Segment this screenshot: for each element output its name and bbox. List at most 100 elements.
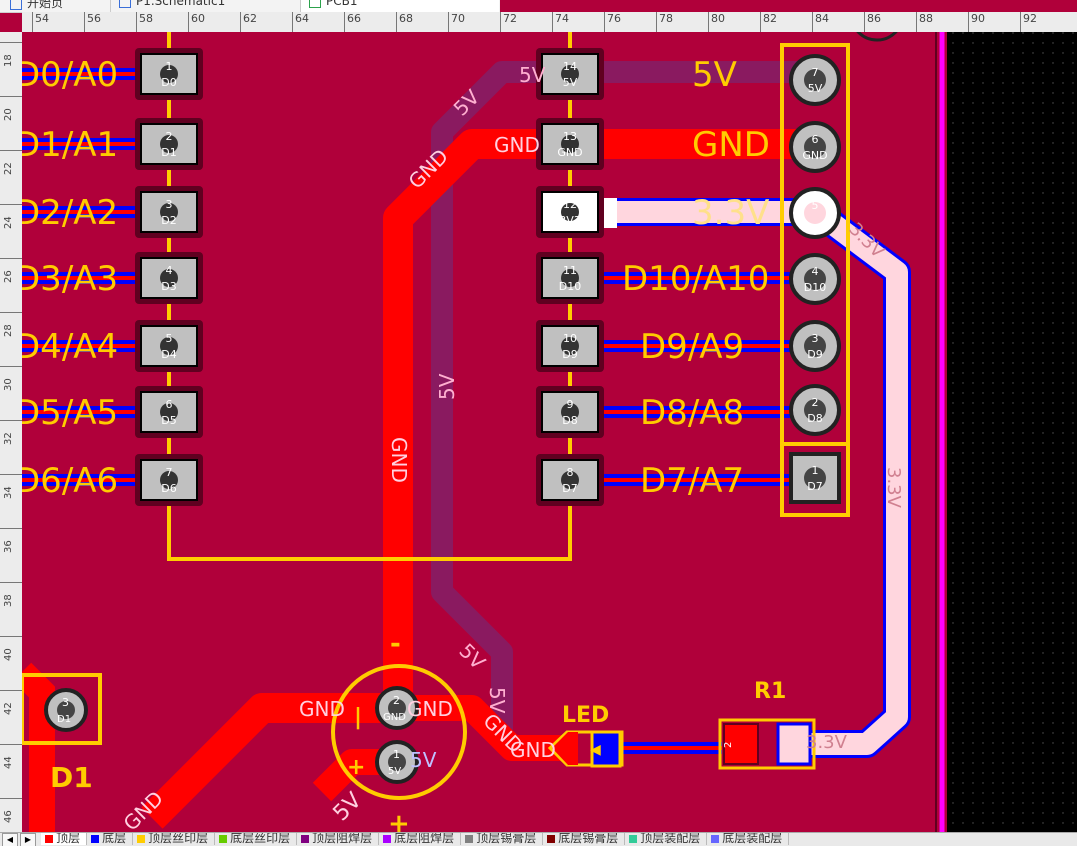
pad[interactable]: 6D5 — [135, 386, 203, 438]
pad-number: 2 — [812, 396, 819, 409]
pad-hole — [160, 203, 178, 221]
trace-gnd-bottom — [141, 693, 398, 829]
pad-name: D5 — [161, 414, 176, 427]
pad-number: 6 — [166, 398, 173, 411]
capacitor-pad-2-name: GND — [383, 712, 406, 723]
r1-pad-2-num: 2 — [723, 742, 734, 748]
pad-hole — [804, 136, 826, 158]
ruler-label: 28 — [3, 324, 14, 337]
r1-pad-2[interactable] — [723, 723, 759, 765]
pad[interactable]: 5D4 — [135, 320, 203, 372]
header-pad[interactable]: 3D9 — [789, 320, 841, 372]
pad[interactable]: 2D1 — [135, 118, 203, 170]
pin-label: 5V — [692, 55, 737, 95]
r1-pad-1[interactable] — [776, 722, 812, 766]
led-pad-2[interactable] — [590, 730, 622, 768]
tab-pcb[interactable]: PCB1 — [300, 0, 499, 12]
net-label-5v-vert: 5V — [435, 373, 459, 400]
ruler-tick: 56 — [84, 12, 101, 32]
pad-net-5v: 5V — [519, 63, 546, 87]
pad[interactable]: 8D7 — [536, 454, 604, 506]
layer-tab[interactable]: 底层丝印层 — [215, 833, 298, 845]
header-pad[interactable]: 75V — [789, 54, 841, 106]
scroll-left-button[interactable]: ◀ — [2, 833, 18, 846]
layer-tab[interactable]: 顶层 — [41, 833, 88, 845]
pad-name: 5V — [808, 82, 823, 95]
header-pad[interactable]: 1D7 — [789, 452, 841, 504]
pad-copper — [541, 459, 599, 501]
ruler-label: 34 — [3, 486, 14, 499]
layer-tab[interactable]: 底层 — [87, 833, 134, 845]
ruler-tick: 80 — [708, 12, 725, 32]
pad-hole — [804, 69, 826, 91]
pin-label: D8/A8 — [640, 393, 744, 433]
pad[interactable]: 7D6 — [135, 454, 203, 506]
pad-name: D10 — [559, 280, 581, 293]
pin-label: D6/A6 — [22, 461, 118, 501]
pad[interactable]: 1D0 — [135, 48, 203, 100]
ruler-tick: 74 — [552, 12, 569, 32]
pad-hole — [160, 471, 178, 489]
pad-name: 3V3 — [559, 214, 581, 227]
pad[interactable]: 3D2 — [135, 186, 203, 238]
pad-number: 5 — [166, 332, 173, 345]
tab-label: 开始页 — [27, 0, 64, 10]
ruler-tick: 54 — [32, 12, 49, 32]
pad-hole — [160, 65, 178, 83]
layer-tab[interactable]: 顶层阻焊层 — [297, 833, 380, 845]
r1-designator: R1 — [754, 679, 786, 704]
layer-tab[interactable]: 底层锡膏层 — [543, 833, 626, 845]
capacitor-plus: + — [388, 809, 410, 832]
tab-start-page[interactable]: 开始页 — [10, 0, 100, 12]
led-designator: LED — [562, 703, 609, 728]
ruler-tick: 90 — [968, 12, 985, 32]
ruler-label: 42 — [3, 702, 14, 715]
pad-number: 1 — [812, 464, 819, 477]
pad-hole — [561, 269, 579, 287]
header-pad[interactable]: 5 — [789, 187, 841, 239]
layer-color-swatch — [301, 834, 310, 843]
layer-tab[interactable]: 底层装配层 — [707, 833, 790, 845]
layer-color-swatch — [547, 834, 556, 843]
r1-silk — [718, 718, 816, 770]
scroll-right-button[interactable]: ▶ — [20, 833, 36, 846]
ruler-tick: 64 — [292, 12, 309, 32]
pad[interactable]: 4D3 — [135, 252, 203, 304]
layer-tab[interactable]: 顶层锡膏层 — [461, 833, 544, 845]
ruler-tick: 18 — [0, 42, 22, 97]
pad-number: 4 — [812, 265, 819, 278]
led-pad-1[interactable] — [552, 732, 578, 765]
pad-name: D8 — [562, 414, 577, 427]
mounting-hole-fragment — [856, 32, 898, 42]
d1-pad-name: D1 — [57, 714, 71, 725]
pad-name: D4 — [161, 348, 176, 361]
pad-name: D10 — [804, 281, 826, 294]
layer-label: 底层阻焊层 — [394, 832, 455, 845]
capacitor-pad-1-hole — [388, 753, 406, 771]
capacitor-pad-1-num: 1 — [393, 748, 400, 761]
pad-number: 13 — [563, 130, 577, 143]
layer-tab[interactable]: 顶层丝印层 — [133, 833, 216, 845]
pin-label: D5/A5 — [22, 393, 118, 433]
outside-grid — [947, 32, 1077, 832]
layer-tab[interactable]: 顶层装配层 — [625, 833, 708, 845]
tab-schematic[interactable]: P1.Schematic1 — [110, 0, 299, 12]
header-pad[interactable]: 2D8 — [789, 384, 841, 436]
ruler-tick: 88 — [916, 12, 933, 32]
pad-name: D2 — [161, 214, 176, 227]
layer-tab[interactable]: 底层阻焊层 — [379, 832, 462, 845]
pad-number: 6 — [812, 133, 819, 146]
pin-label: D2/A2 — [22, 193, 118, 233]
ruler-tick: 32 — [0, 420, 22, 475]
pad[interactable]: 9D8 — [536, 386, 604, 438]
tab-label: PCB1 — [326, 0, 358, 8]
